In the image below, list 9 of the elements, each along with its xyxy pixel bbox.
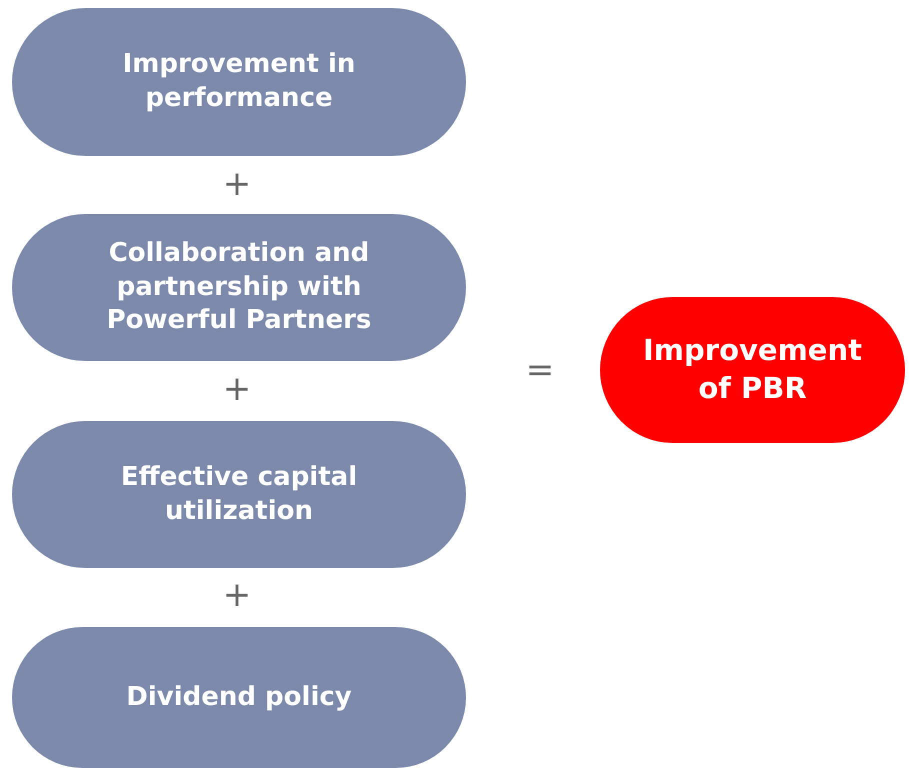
node-text: Improvement in performance: [122, 48, 356, 115]
node-text: Collaboration and partnership with Powerful Partners: [106, 236, 372, 338]
operator-sign: +: [222, 372, 252, 406]
node-text: Improvement of PBR: [642, 332, 863, 407]
operator-sign: +: [222, 167, 252, 201]
node-text: Effective capital utilization: [120, 460, 358, 528]
node-text: Dividend policy: [126, 680, 352, 714]
operator-sign: =: [526, 353, 554, 387]
operator-sign: +: [222, 578, 252, 612]
